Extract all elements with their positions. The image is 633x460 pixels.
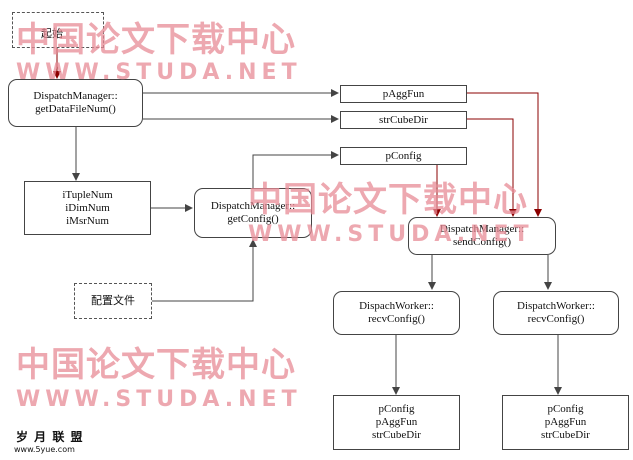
node-line: iTupleNum	[62, 188, 113, 201]
worker2-data-node: pConfig pAggFun strCubeDir	[502, 395, 629, 450]
logo-cn: 岁 月 联 盟	[16, 430, 84, 444]
start-label: 起始	[41, 28, 63, 40]
node-line: DispatchWorker::	[517, 300, 595, 312]
node-line: DispatchManager::	[439, 223, 525, 235]
node-line: DispachWorker::	[359, 300, 434, 312]
node-line: strCubeDir	[541, 429, 590, 441]
node-line: recvConfig()	[527, 313, 585, 325]
edge-strcubedir-to-sendconfig	[467, 118, 517, 217]
paggfun-top-node: pAggFun	[340, 85, 467, 103]
dispatchmanager-getconfig-node: DispatchManager:: getConfig()	[194, 188, 312, 238]
node-line: pAggFun	[375, 416, 418, 428]
worker2-node: DispatchWorker:: recvConfig()	[493, 291, 619, 335]
node-line: pConfig	[385, 149, 422, 162]
edge-configfile-to-getconfig	[152, 239, 257, 302]
node-line: pAggFun	[382, 87, 425, 100]
start-node: 起始	[12, 12, 104, 48]
node-line: sendConfig()	[452, 236, 512, 248]
strcubedir-top-node: strCubeDir	[340, 111, 467, 129]
params-node: iTupleNum iDimNum iMsrNum	[24, 181, 151, 235]
node-line: iMsrNum	[66, 214, 109, 227]
worker1-node: DispachWorker:: recvConfig()	[333, 291, 460, 335]
node-line: iDimNum	[65, 201, 110, 214]
worker1-data-node: pConfig pAggFun strCubeDir	[333, 395, 460, 450]
logo-url: www.5yue.com	[14, 445, 75, 454]
node-line: strCubeDir	[379, 113, 428, 126]
edge-paggfun-to-sendconfig	[467, 92, 542, 217]
node-line: DispatchManager::	[210, 200, 296, 212]
config-file-node: 配置文件	[74, 283, 152, 319]
node-line: getDataFileNum()	[35, 103, 116, 115]
node-line: getConfig()	[227, 213, 279, 225]
node-line: pConfig	[378, 403, 415, 415]
node-line: 配置文件	[91, 294, 135, 307]
node-line: DispatchManager::	[33, 90, 118, 102]
node-line: strCubeDir	[372, 429, 421, 441]
edge-getconfig-to-pconfig	[252, 151, 339, 188]
node-line: pConfig	[547, 403, 584, 415]
pconfig-top-node: pConfig	[340, 147, 467, 165]
dispatchmanager-sendconfig-node: DispatchManager:: sendConfig()	[408, 217, 556, 255]
node-line: recvConfig()	[368, 313, 425, 325]
dispatchmanager-getdatafilenum-node: DispatchManager:: getDataFileNum()	[8, 79, 143, 127]
node-line: pAggFun	[544, 416, 587, 428]
